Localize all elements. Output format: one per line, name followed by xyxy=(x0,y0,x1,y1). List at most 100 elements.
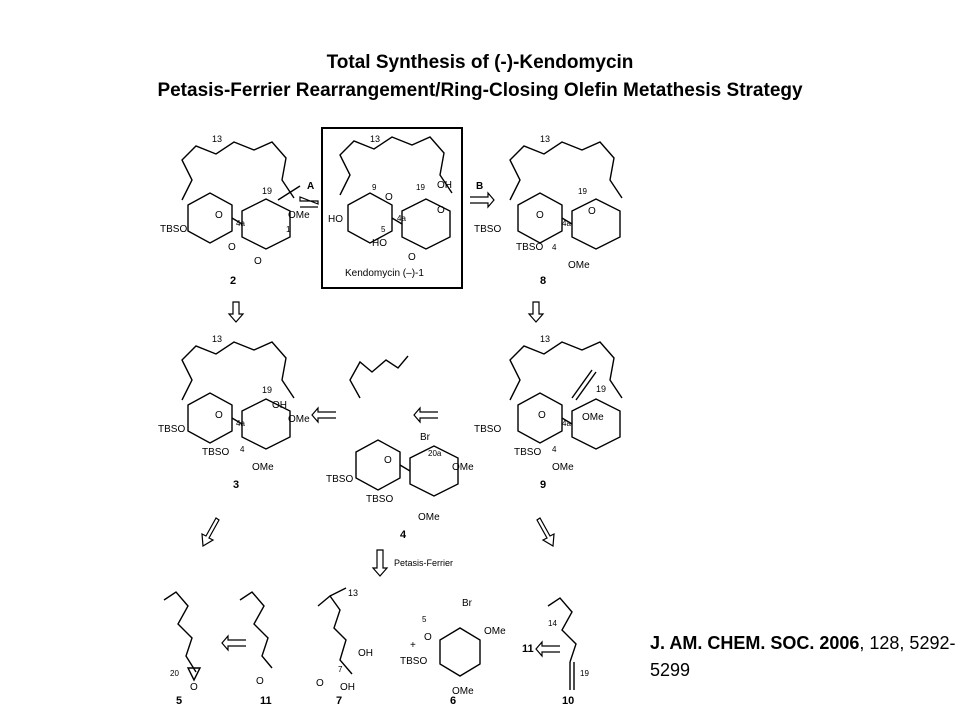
atom-13: 13 xyxy=(212,334,222,344)
compound-3-structure: 13 19 OH O OMe TBSO 4a TBSO 4 OMe 3 xyxy=(158,334,310,491)
compound-label-1: Kendomycin (–)-1 xyxy=(345,268,424,279)
atom-o: O xyxy=(384,455,392,466)
compound-2-structure: O 19 13 TBSO OMe 4a 1 O O 2 xyxy=(160,134,310,287)
atom-ome: OMe xyxy=(552,462,574,473)
atom-o: O xyxy=(228,242,236,253)
atom-tbso: TBSO xyxy=(202,447,229,458)
compound-label-5: 5 xyxy=(176,695,182,707)
atom-4a: 4a xyxy=(236,219,245,228)
compound-label-3: 3 xyxy=(233,479,239,491)
atom-o: O xyxy=(254,256,262,267)
atom-o: O xyxy=(256,676,264,687)
arrow-label-b: B xyxy=(476,181,483,192)
retro-arrow-left xyxy=(413,406,438,424)
atom-20a: 20a xyxy=(428,449,442,458)
atom-ome: OMe xyxy=(484,626,506,637)
atom-13: 13 xyxy=(370,134,380,144)
atom-19: 19 xyxy=(578,187,587,196)
journal-reference: J. AM. CHEM. SOC. 2006, 128, 5292-5299 xyxy=(650,630,960,684)
atom-tbso: TBSO xyxy=(514,447,541,458)
petasis-ferrier-arrow: Petasis-Ferrier xyxy=(371,549,453,577)
atom-o: O xyxy=(190,682,198,693)
retro-arrow-diagonal xyxy=(536,517,555,548)
atom-tbso: TBSO xyxy=(474,224,501,235)
atom-ome: OMe xyxy=(418,512,440,523)
retro-arrow-down xyxy=(227,301,245,323)
compound-label-10: 10 xyxy=(562,695,574,707)
retro-arrow-left xyxy=(535,640,560,658)
atom-14: 14 xyxy=(548,619,557,628)
atom-oh: OH xyxy=(437,180,452,191)
atom-o: O xyxy=(408,252,416,263)
compound-11-structure: O 11 xyxy=(239,591,273,707)
atom-br: Br xyxy=(462,598,473,609)
atom-o: O xyxy=(316,678,324,689)
atom-4: 4 xyxy=(552,445,557,454)
atom-ome: OMe xyxy=(252,462,274,473)
atom-o: O xyxy=(437,205,445,216)
atom-19: 19 xyxy=(596,384,606,394)
atom-20: 20 xyxy=(170,669,179,678)
atom-ho: HO xyxy=(328,214,343,225)
atom-br: Br xyxy=(420,432,431,443)
atom-tbso: TBSO xyxy=(326,474,353,485)
atom-o: O xyxy=(588,206,596,217)
compound-label-8: 8 xyxy=(540,275,546,287)
atom-ome: OMe xyxy=(568,260,590,271)
atom-5: 5 xyxy=(422,615,427,624)
atom-4a: 4a xyxy=(562,419,571,428)
atom-19: 19 xyxy=(416,183,425,192)
plus-sign: + xyxy=(410,640,416,651)
scheme-title: Total Synthesis of (-)-Kendomycin xyxy=(326,52,634,73)
compound-label-11: 11 xyxy=(522,643,534,655)
atom-9: 9 xyxy=(372,183,377,192)
atom-19: 19 xyxy=(262,385,272,395)
arrow-label-petasis-ferrier: Petasis-Ferrier xyxy=(394,558,453,568)
compound-7-structure: 13 OH 7 O OH 7 xyxy=(316,587,373,707)
compound-4-structure: O Br 20a OMe TBSO TBSO OMe 4 xyxy=(326,355,474,541)
atom-4: 4 xyxy=(552,243,557,252)
atom-13: 13 xyxy=(540,134,550,144)
atom-7: 7 xyxy=(338,665,343,674)
atom-ome: OMe xyxy=(452,686,474,697)
atom-tbso: TBSO xyxy=(160,224,187,235)
atom-tbso: TBSO xyxy=(400,656,427,667)
atom-4a: 4a xyxy=(397,214,406,223)
atom-ho: HO xyxy=(372,238,387,249)
compound-label-7: 7 xyxy=(336,695,342,707)
atom-o: O xyxy=(385,192,393,203)
atom-1: 1 xyxy=(286,225,291,234)
atom-4a: 4a xyxy=(562,219,571,228)
atom-tbso: TBSO xyxy=(366,494,393,505)
compound-6-structure: 5 O Br OMe TBSO OMe 6 xyxy=(400,598,506,707)
compound-label-4: 4 xyxy=(400,529,407,541)
atom-oh: OH xyxy=(272,400,287,411)
retro-arrow-b: B xyxy=(470,181,495,209)
atom-19: 19 xyxy=(580,669,589,678)
atom-ome: OMe xyxy=(288,210,310,221)
atom-oh: OH xyxy=(358,648,373,659)
compound-label-2: 2 xyxy=(230,275,236,287)
atom-o: O xyxy=(215,210,223,221)
atom-o: O xyxy=(215,410,223,421)
kendomycin-structure: 13 9 19 OH O O HO 4a 5 HO O Kendomycin (… xyxy=(321,127,463,289)
atom-ome: OMe xyxy=(288,414,310,425)
atom-o: O xyxy=(538,410,546,421)
atom-tbso: TBSO xyxy=(158,424,185,435)
atom-4a: 4a xyxy=(236,419,245,428)
journal-name: J. AM. CHEM. SOC. 2006 xyxy=(650,633,860,653)
retro-arrow-a: A xyxy=(299,181,319,208)
compound-9-structure: 13 19 O OMe TBSO 4a TBSO 4 OMe 9 xyxy=(474,334,623,491)
compound-5-structure: 20 O 5 xyxy=(163,591,202,707)
compound-label-6: 6 xyxy=(450,695,456,707)
scheme-subtitle: Petasis-Ferrier Rearrangement/Ring-Closi… xyxy=(157,80,803,101)
journal-citation: , 128, 5292-5299 xyxy=(650,633,956,680)
retro-arrow-down xyxy=(527,301,545,323)
atom-4: 4 xyxy=(240,445,245,454)
atom-ome: OMe xyxy=(452,462,474,473)
retro-arrow-left xyxy=(221,634,246,652)
compound-label-9: 9 xyxy=(540,479,546,491)
atom-tbso: TBSO xyxy=(516,242,543,253)
arrow-label-a: A xyxy=(307,181,314,192)
